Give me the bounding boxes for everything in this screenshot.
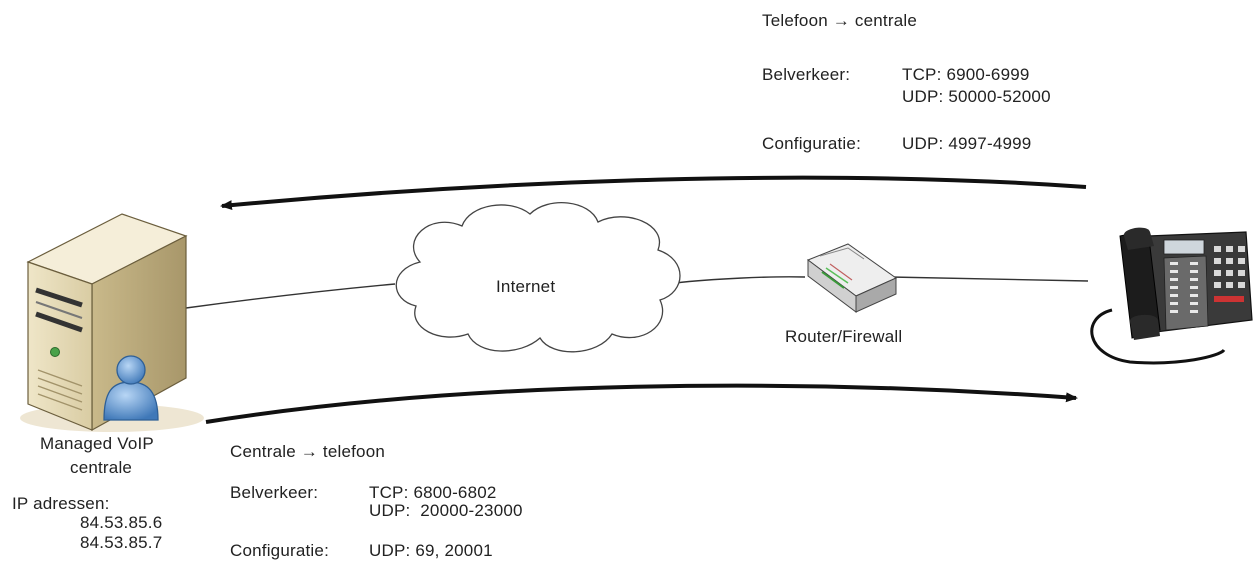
server-to-phone-title: Centrale → telefoon	[230, 442, 385, 461]
phone-to-server-title: Telefoon → centrale	[762, 11, 917, 30]
server-label-line2: centrale	[70, 458, 133, 477]
ip-addresses-heading: IP adressen:	[12, 494, 110, 513]
cloud-to-router-line	[674, 276, 806, 284]
router-to-phone-line	[889, 276, 1089, 282]
server-to-phone-config-ports: UDP: 69, 20001	[369, 541, 493, 560]
arrow-phone-to-server	[220, 175, 1087, 211]
internet-cloud-icon	[395, 202, 681, 353]
phone-to-server-udp-ports: UDP: 50000-52000	[902, 87, 1051, 106]
server-icon	[20, 213, 204, 432]
user-icon	[103, 355, 159, 421]
server-to-cloud-line	[185, 283, 396, 309]
server-label-line1: Managed VoIP	[40, 434, 154, 453]
phone-to-server-config-label: Configuratie:	[762, 134, 861, 153]
server-to-phone-config-label: Configuratie:	[230, 541, 329, 560]
server-to-phone-udp-ports: UDP: 20000-23000	[369, 501, 523, 520]
router-firewall-icon	[806, 243, 898, 313]
phone-to-server-tcp-ports: TCP: 6900-6999	[902, 65, 1030, 84]
desk-phone-icon	[1090, 227, 1253, 365]
server-to-phone-call-label: Belverkeer:	[230, 483, 319, 502]
server-to-phone-tcp-ports: TCP: 6800-6802	[369, 483, 497, 502]
ip-address-1: 84.53.85.6	[80, 513, 163, 532]
phone-to-server-call-label: Belverkeer:	[762, 65, 851, 84]
ip-address-2: 84.53.85.7	[80, 533, 163, 552]
phone-to-server-config-ports: UDP: 4997-4999	[902, 134, 1032, 153]
internet-label: Internet	[496, 277, 556, 296]
arrow-server-to-phone	[205, 383, 1078, 424]
router-firewall-label: Router/Firewall	[785, 327, 903, 346]
